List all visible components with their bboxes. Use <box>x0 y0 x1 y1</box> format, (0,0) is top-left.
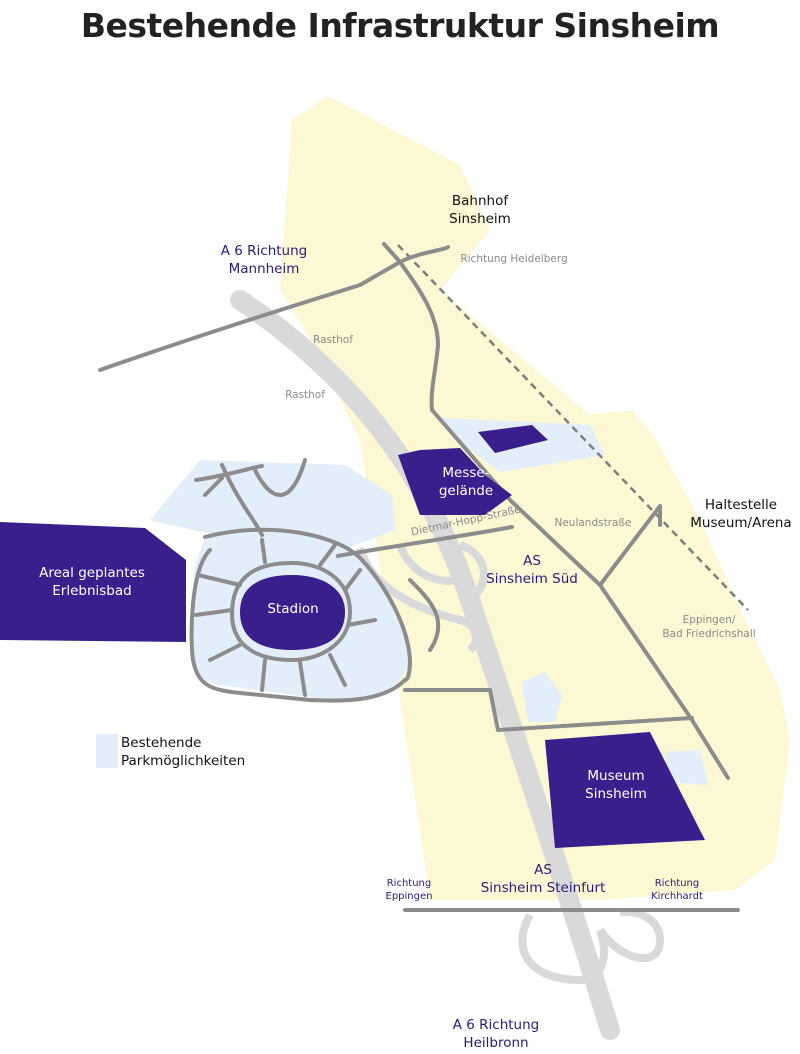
legend-parking-swatch <box>96 734 118 768</box>
road-network <box>98 242 740 912</box>
rasthof-label-2: Rasthof <box>285 389 325 401</box>
stadion-label: Stadion <box>267 601 319 617</box>
richtung-heidelberg-label: Richtung Heidelberg <box>460 253 568 265</box>
museum-building <box>545 732 705 848</box>
rasthof-label-1: Rasthof <box>313 334 353 346</box>
development-zone <box>280 96 790 900</box>
messe-building <box>398 448 512 515</box>
venue-shapes <box>0 425 705 848</box>
eppingen-bad-label: Eppingen/Bad Friedrichshall <box>662 614 756 640</box>
stadion-shape <box>240 575 345 650</box>
messe-label: Messe-gelände <box>438 465 494 499</box>
messe-hall-north <box>478 425 548 453</box>
neulandstrasse-label: Neulandstraße <box>554 517 632 529</box>
map-title: Bestehende Infrastruktur Sinsheim <box>80 6 720 45</box>
railway-line <box>397 244 749 611</box>
erlebnisbad-area <box>0 522 186 642</box>
